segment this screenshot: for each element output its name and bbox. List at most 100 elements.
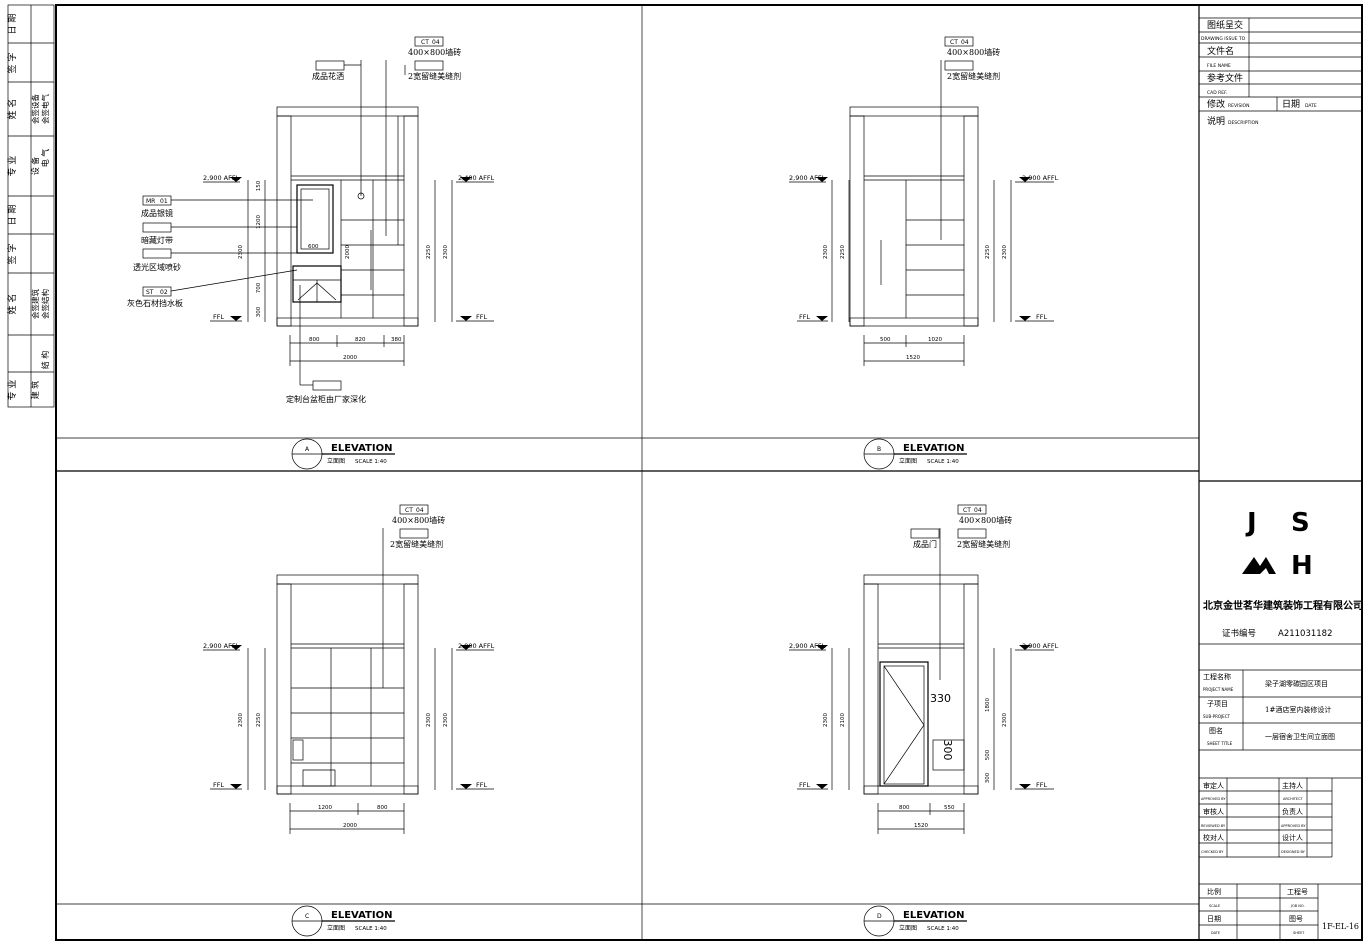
title-marker-a: A ELEVATION 立面图 SCALE 1:40 bbox=[291, 438, 395, 470]
marker-letter: A bbox=[305, 446, 310, 453]
marker-scale: SCALE 1:40 bbox=[355, 459, 387, 465]
elevation-b: CT 04 400×800墙砖 2宽留缝美缝剂 2,900 AFFL 2,900… bbox=[789, 36, 1059, 366]
tag-text: 成品银镜 bbox=[141, 208, 173, 218]
dim-text: 150 bbox=[256, 180, 262, 191]
tb-label: 工程名称 bbox=[1203, 672, 1231, 681]
tag-text: 2宽留缝美缝剂 bbox=[957, 539, 1010, 549]
dim-text: 2250 bbox=[985, 245, 991, 259]
sheet-number: 1F-EL-16 bbox=[1322, 922, 1359, 931]
dim-text: 2000 bbox=[343, 823, 357, 829]
dim-text: 2250 bbox=[426, 245, 432, 259]
level-label: FFL bbox=[799, 781, 810, 789]
tb-label: 校对人 bbox=[1203, 833, 1224, 842]
strip-label: 签 字 bbox=[6, 53, 18, 74]
level-label: 2,900 AFFL bbox=[1022, 174, 1059, 182]
logo-letter: H bbox=[1291, 551, 1313, 581]
tag-num: 04 bbox=[974, 507, 982, 514]
mirror bbox=[296, 184, 334, 254]
dim-text: 2300 bbox=[1002, 713, 1008, 727]
tb-label: JOB NO. bbox=[1290, 904, 1305, 908]
level-label: 2,900 AFFL bbox=[789, 174, 826, 182]
tag-text: 灰色石材挡水板 bbox=[127, 298, 183, 308]
strip-label: 会签设备 bbox=[30, 94, 40, 124]
dim-text: 2300 bbox=[426, 713, 432, 727]
tb-label: DATE bbox=[1211, 931, 1220, 935]
dim-text: 2250 bbox=[840, 245, 846, 259]
tb-label: 修改 bbox=[1207, 98, 1225, 110]
strip-label: 日 期 bbox=[7, 205, 18, 226]
tb-label: CHECKED BY bbox=[1201, 850, 1224, 854]
tag-text: 成品花洒 bbox=[312, 71, 344, 81]
marker-scale: SCALE 1:40 bbox=[927, 459, 959, 465]
tb-label: 说明 bbox=[1207, 115, 1225, 127]
tb-label: DESIGNED BY bbox=[1281, 850, 1306, 854]
tag-text: 400×800墙砖 bbox=[408, 47, 461, 57]
dim-text: 500 bbox=[985, 749, 991, 760]
tb-label: 主持人 bbox=[1282, 781, 1303, 790]
dim-text: 380 bbox=[391, 337, 402, 343]
dim-text: 550 bbox=[944, 805, 955, 811]
tag-text: 2宽留缝美缝剂 bbox=[408, 71, 461, 81]
tb-label: SHEET TITLE bbox=[1207, 741, 1233, 746]
marker-subtitle: 立面图 bbox=[327, 457, 345, 465]
tb-label: 图纸呈交 bbox=[1207, 19, 1243, 31]
tag-code: CT bbox=[950, 39, 958, 46]
level-label: 2,900 AFFL bbox=[458, 642, 495, 650]
tb-label: SCALE bbox=[1209, 904, 1220, 908]
dim-text: 800 bbox=[899, 805, 910, 811]
dim-text: 500 bbox=[880, 337, 891, 343]
tag-code: CT bbox=[963, 507, 971, 514]
tb-label: APPROVED BY bbox=[1281, 824, 1306, 828]
left-signature-strip: 日 期 签 字 姓 名 会签设备 会签电气 专 业 设 备 电 气 日 期 签 … bbox=[6, 4, 55, 408]
marker-title: ELEVATION bbox=[903, 910, 964, 921]
level-label: FFL bbox=[213, 313, 224, 321]
strip-label: 会签电气 bbox=[40, 94, 50, 124]
tb-label: FILE NAME bbox=[1207, 63, 1231, 69]
level-label: 2,400 AFFL bbox=[458, 174, 495, 182]
dim-text: 1200 bbox=[256, 215, 262, 229]
tb-label: 文件名 bbox=[1207, 45, 1234, 57]
title-marker-b: B ELEVATION 立面图 SCALE 1:40 bbox=[863, 438, 967, 470]
dim-text: 1020 bbox=[928, 337, 942, 343]
dim-text: 600 bbox=[308, 244, 319, 250]
dim-text: 800 bbox=[309, 337, 320, 343]
dim-text: 2300 bbox=[238, 245, 244, 259]
dim-text: 700 bbox=[256, 282, 262, 293]
dim-text: 2300 bbox=[443, 713, 449, 727]
strip-label: 姓 名 bbox=[6, 99, 18, 120]
tb-label: DRAWING ISSUE TO bbox=[1201, 36, 1246, 42]
dim-text: 2300 bbox=[823, 713, 829, 727]
tag-num: 04 bbox=[432, 39, 440, 46]
tag-text: 定制台盆柜由厂家深化 bbox=[286, 394, 366, 404]
dim-text: 300 bbox=[985, 772, 991, 783]
tag-num: 04 bbox=[416, 507, 424, 514]
tb-label: CAD REF. bbox=[1207, 90, 1227, 96]
dim-text: 2300 bbox=[1002, 245, 1008, 259]
tag-code: CT bbox=[405, 507, 413, 514]
tb-label: 设计人 bbox=[1282, 833, 1303, 842]
dim-text: 1200 bbox=[318, 805, 332, 811]
strip-label: 建 筑 bbox=[30, 381, 40, 400]
strip-label: 设 备 bbox=[30, 157, 40, 176]
tb-label: 图号 bbox=[1289, 915, 1303, 923]
logo-letter: J bbox=[1245, 508, 1257, 538]
title-marker-c: C ELEVATION 立面图 SCALE 1:40 bbox=[291, 905, 395, 937]
project-value: 梁子湖零碳园区项目 bbox=[1265, 679, 1328, 688]
tb-label: 负责人 bbox=[1282, 807, 1303, 816]
strip-label: 专 业 bbox=[6, 156, 18, 177]
strip-label: 会签建筑 bbox=[30, 289, 40, 319]
tb-label: 参考文件 bbox=[1207, 72, 1243, 84]
logo-letter: S bbox=[1291, 508, 1310, 538]
marker-title: ELEVATION bbox=[903, 443, 964, 454]
tb-label: 审定人 bbox=[1203, 781, 1224, 790]
tb-label: 图名 bbox=[1209, 726, 1223, 735]
main-frame bbox=[55, 4, 1363, 941]
tb-label: 工程号 bbox=[1287, 887, 1308, 896]
tag-num: 01 bbox=[160, 198, 168, 205]
title-block: 图纸呈交 DRAWING ISSUE TO 文件名 FILE NAME 参考文件… bbox=[1199, 17, 1363, 940]
marker-subtitle: 立面图 bbox=[899, 457, 917, 465]
dim-text: 2300 bbox=[238, 713, 244, 727]
dim-text: 800 bbox=[377, 805, 388, 811]
tag-code: CT bbox=[421, 39, 429, 46]
